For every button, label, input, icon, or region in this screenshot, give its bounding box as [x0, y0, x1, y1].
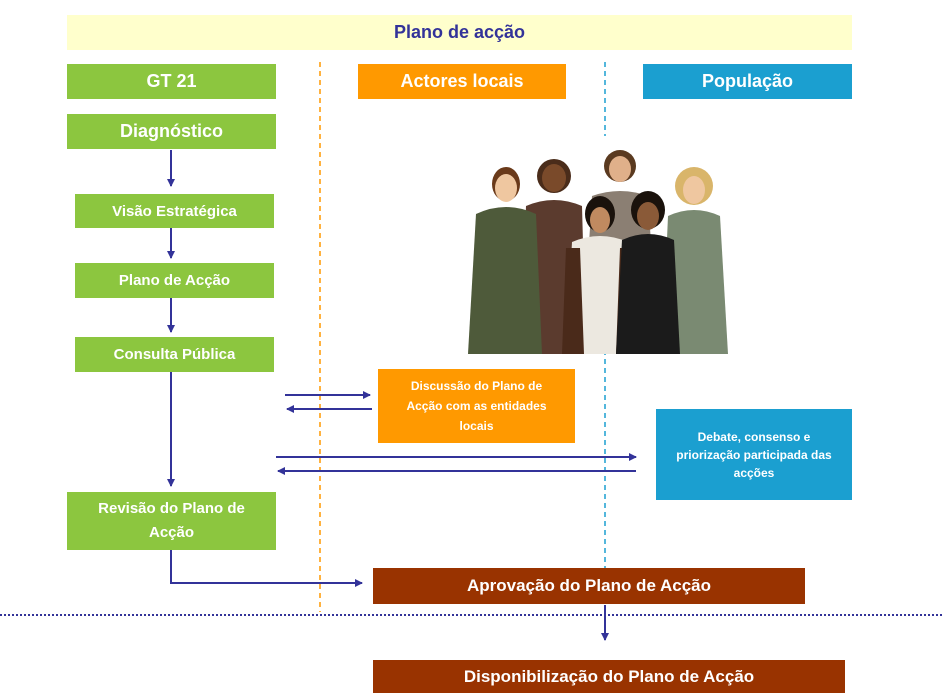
lane-header-actores: Actores locais	[358, 64, 566, 99]
disponibilizacao-banner: Disponibilização do Plano de Acção	[373, 660, 845, 693]
populacao-debate-box: Debate, consenso e priorização participa…	[656, 409, 852, 500]
actores-discussao-box: Discussão do Plano de Acção com as entid…	[378, 369, 575, 443]
step-plano-de-accao: Plano de Acção	[75, 263, 274, 298]
step-consulta-publica: Consulta Pública	[75, 337, 274, 372]
step-visao-estrategica: Visão Estratégica	[75, 194, 274, 228]
group-photo	[462, 136, 732, 354]
step-revisao-plano: Revisão do Plano de Acção	[67, 492, 276, 550]
aprovacao-banner: Aprovação do Plano de Acção	[373, 568, 805, 604]
diagram-title: Plano de acção	[67, 15, 852, 50]
lane-header-populacao: População	[643, 64, 852, 99]
lane-header-gt21: GT 21	[67, 64, 276, 99]
arrow-revisao-aprovacao	[170, 550, 363, 587]
people-illustration	[468, 150, 728, 354]
step-diagnostico: Diagnóstico	[67, 114, 276, 149]
